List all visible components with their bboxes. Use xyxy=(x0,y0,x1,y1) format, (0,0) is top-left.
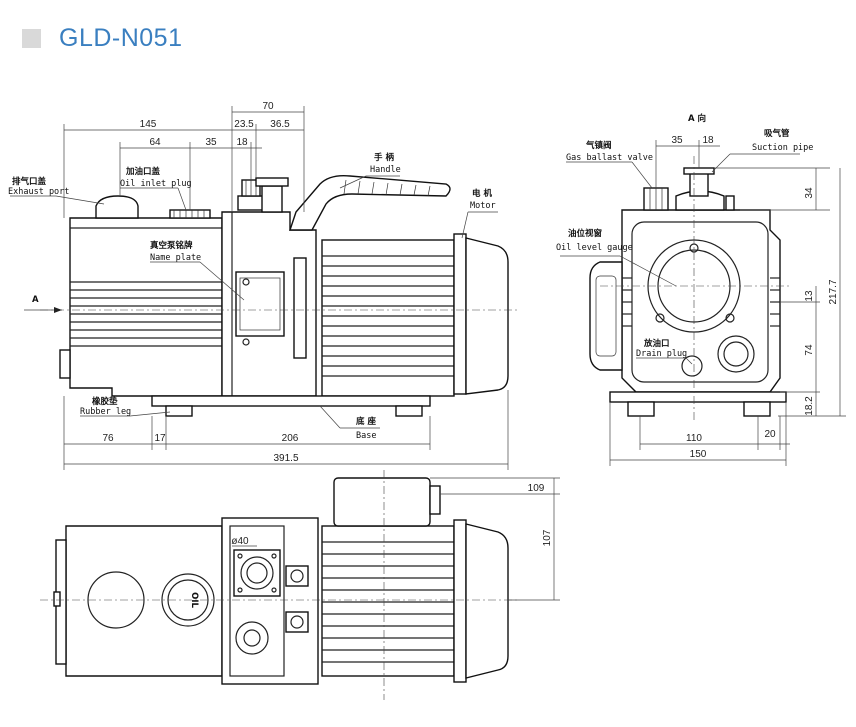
top-dim-109: 109 xyxy=(528,483,545,494)
top-dimensions: 109 107 ø40 xyxy=(231,477,560,601)
front-dim-20: 20 xyxy=(764,429,776,440)
front-dim-217-7: 217.7 xyxy=(828,279,839,304)
name-plate xyxy=(235,271,285,337)
top-motor-fins xyxy=(322,541,454,663)
top-terminal-box xyxy=(333,477,431,527)
label-gas-ballast-en: Gas ballast valve xyxy=(566,153,653,163)
front-view: A 向 xyxy=(556,113,846,466)
dim-206: 206 xyxy=(282,433,299,444)
label-motor-en: Motor xyxy=(470,201,496,211)
top-gas-ballast-knob xyxy=(235,621,269,655)
dim-391-5: 391.5 xyxy=(273,453,298,464)
title-block: GLD-N051 xyxy=(22,24,183,52)
label-nameplate-zh: 真空泵铭牌 xyxy=(150,240,193,251)
handle xyxy=(289,174,451,231)
front-dim-150: 150 xyxy=(690,449,707,460)
top-suction-circle xyxy=(240,556,274,590)
label-exhaust-zh: 排气口盖 xyxy=(12,176,47,187)
label-motor-zh: 电 机 xyxy=(472,188,492,199)
label-rubber-leg-en: Rubber leg xyxy=(80,407,131,417)
label-oil-inlet-zh: 加油口盖 xyxy=(125,166,161,177)
front-dim-35: 35 xyxy=(671,135,683,146)
label-exhaust-en: Exhaust port xyxy=(8,187,69,197)
label-base-zh: 底 座 xyxy=(356,416,376,427)
label-drain-zh: 放油口 xyxy=(643,338,670,349)
top-plate-text: OIL xyxy=(189,592,199,608)
top-dim-dia40: ø40 xyxy=(231,536,249,547)
dim-76: 76 xyxy=(102,433,114,444)
label-oil-level-zh: 油位视窗 xyxy=(568,228,603,239)
top-motor xyxy=(321,525,455,677)
front-dim-18: 18 xyxy=(702,135,714,146)
drain-plug xyxy=(681,355,703,377)
base xyxy=(151,395,431,407)
front-labels: 气镇阀 Gas ballast valve 吸气管 Suction pipe 油… xyxy=(556,128,813,365)
handle-grips xyxy=(343,179,431,197)
label-oil-inlet-en: Oil inlet plug xyxy=(120,179,192,189)
dim-17: 17 xyxy=(154,433,166,444)
side-dimensions: 70 145 23.5 36.5 64 35 18 76 17 206 xyxy=(63,101,509,470)
front-dim-18-2: 18.2 xyxy=(804,396,815,416)
oil-level-gauge xyxy=(589,261,623,371)
label-suction-en: Suction pipe xyxy=(752,143,813,153)
title-square-icon xyxy=(22,28,41,48)
front-dim-13: 13 xyxy=(804,290,815,302)
motor-fins xyxy=(322,255,454,377)
label-gas-ballast-zh: 气镇阀 xyxy=(585,140,612,151)
dim-36-5: 36.5 xyxy=(270,119,290,130)
drain-plug-circle xyxy=(717,335,755,373)
front-housing xyxy=(621,209,781,393)
top-dim-107: 107 xyxy=(542,529,553,546)
top-oil-plug-circle xyxy=(161,573,215,627)
label-nameplate-en: Name plate xyxy=(150,253,201,263)
dim-145: 145 xyxy=(140,119,157,130)
exhaust-cap xyxy=(95,195,139,219)
label-handle-en: Handle xyxy=(370,165,401,175)
side-labels: 排气口盖 Exhaust port 加油口盖 Oil inlet plug 手 … xyxy=(8,152,498,441)
motor-end-cap xyxy=(465,237,509,395)
front-dim-74: 74 xyxy=(804,344,815,356)
dim-23-5: 23.5 xyxy=(234,119,254,130)
label-drain-en: Drain plug xyxy=(636,349,687,359)
label-handle-zh: 手 柄 xyxy=(374,152,394,163)
dim-70: 70 xyxy=(262,101,274,112)
view-a-title: A 向 xyxy=(688,113,706,124)
label-rubber-leg-zh: 橡胶垫 xyxy=(92,396,118,407)
motor xyxy=(321,239,455,397)
top-view: OIL xyxy=(40,470,560,700)
pump-body xyxy=(69,217,223,397)
dim-18: 18 xyxy=(236,137,248,148)
side-view: A 70 145 23.5 36.5 64 35 18 xyxy=(8,101,520,470)
body-fins xyxy=(70,281,222,347)
dim-35: 35 xyxy=(205,137,217,148)
rubber-leg xyxy=(165,405,193,417)
label-oil-level-en: Oil level gauge xyxy=(556,243,633,253)
label-suction-zh: 吸气管 xyxy=(764,128,790,139)
view-a-marker: A xyxy=(32,295,39,305)
front-dim-110: 110 xyxy=(686,433,702,444)
page-title: GLD-N051 xyxy=(59,23,183,52)
label-base-en: Base xyxy=(356,431,376,441)
front-dimensions: 35 18 34 217.7 13 74 18.2 110 20 xyxy=(609,135,846,466)
dim-64: 64 xyxy=(149,137,161,148)
front-dim-34: 34 xyxy=(804,187,815,199)
